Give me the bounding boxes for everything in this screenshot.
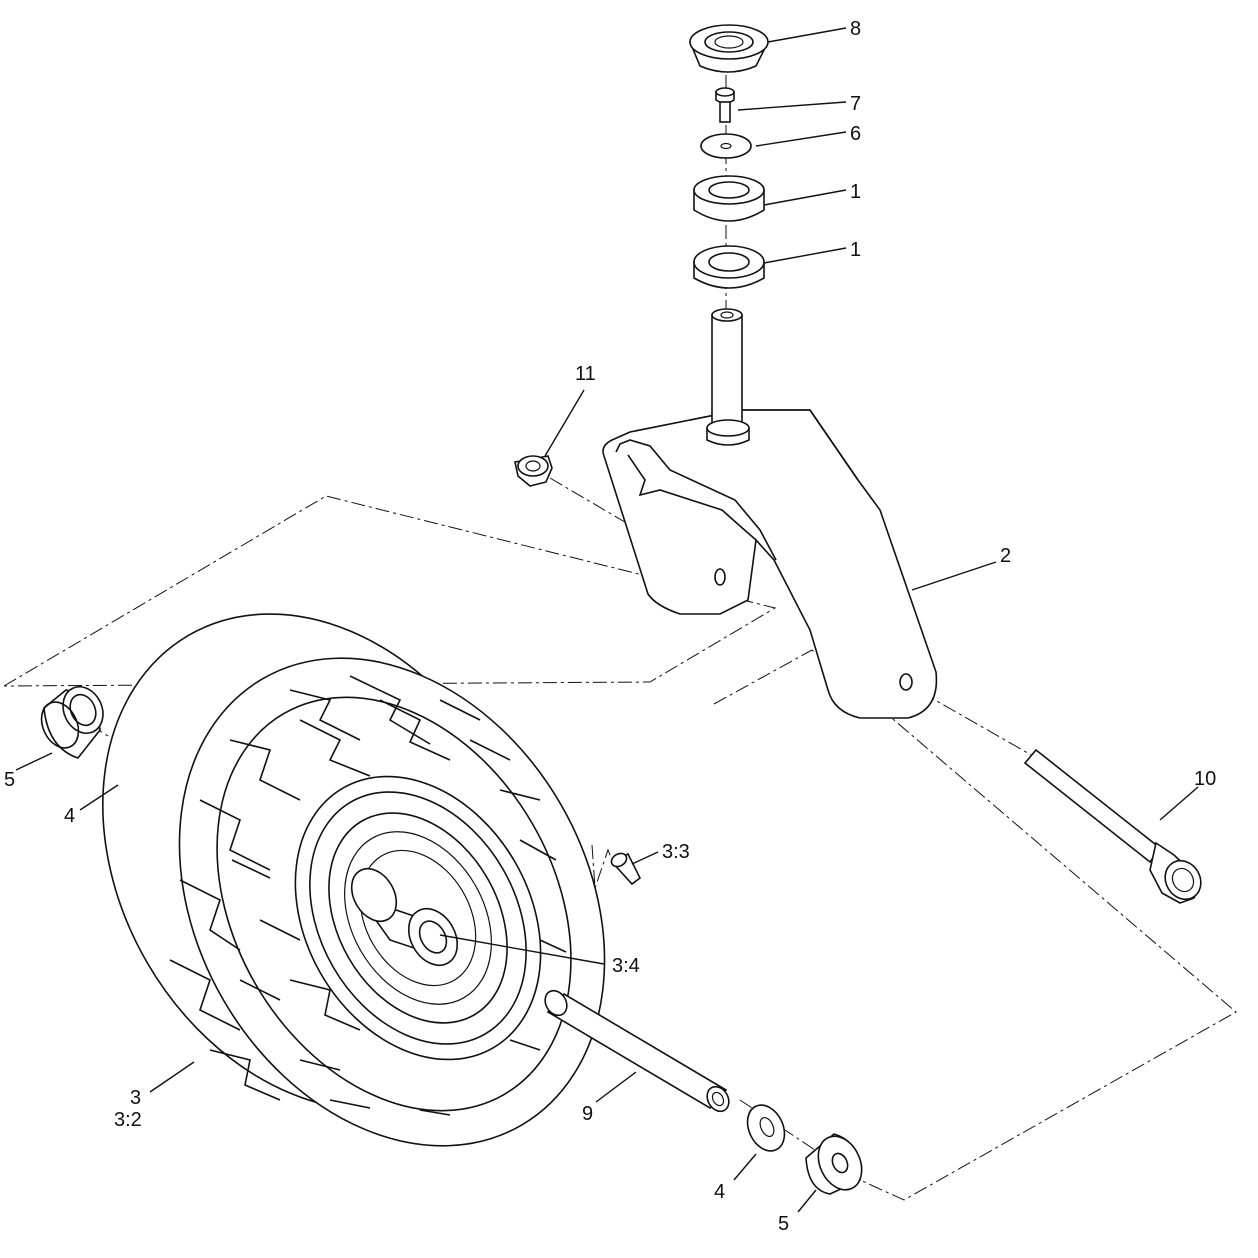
callouts: 8 7 6 1 1 11 2 10 3:3 3:4 5 4 3 3:2 9 4 … <box>4 18 1216 1235</box>
part-2-caster-fork <box>602 409 938 719</box>
part-6-washer <box>700 133 752 159</box>
callout-11: 11 <box>575 363 596 385</box>
part-8-top-cap <box>688 24 770 73</box>
callout-3-4: 3:4 <box>612 955 640 977</box>
part-5-bushing-left <box>40 686 104 759</box>
part-11-flange-nut <box>514 455 553 487</box>
callout-1-lower: 1 <box>850 239 861 261</box>
part-9-spacer-tube <box>544 989 730 1113</box>
callout-6: 6 <box>850 123 861 145</box>
part-5-bushing-right <box>805 1133 863 1195</box>
part-4-washer-right <box>746 1104 786 1152</box>
spindle <box>706 308 750 446</box>
callout-3: 3 <box>130 1087 141 1109</box>
part-10-axle-bolt <box>1023 748 1202 904</box>
part-3-3-valve-stem <box>610 852 642 886</box>
part-1-bearing-upper <box>693 175 765 222</box>
callout-2: 2 <box>1000 545 1011 567</box>
callout-9: 9 <box>582 1103 593 1125</box>
part-1-bearing-lower <box>693 245 765 289</box>
callout-1-upper: 1 <box>850 181 861 203</box>
part-7-bolt <box>715 87 735 123</box>
leader-lines <box>15 27 1199 1213</box>
callout-3-2: 3:2 <box>114 1109 142 1131</box>
part-3-wheel-tire-assembly <box>102 613 606 1147</box>
callout-10: 10 <box>1194 768 1216 790</box>
callout-5-left: 5 <box>4 769 15 791</box>
callout-5-right: 5 <box>778 1213 789 1235</box>
callout-7: 7 <box>850 93 861 115</box>
callout-4-left: 4 <box>64 805 75 827</box>
callout-8: 8 <box>850 18 861 40</box>
tire-tread <box>169 675 567 1116</box>
callout-4-right: 4 <box>714 1181 725 1203</box>
callout-3-3: 3:3 <box>662 841 690 863</box>
